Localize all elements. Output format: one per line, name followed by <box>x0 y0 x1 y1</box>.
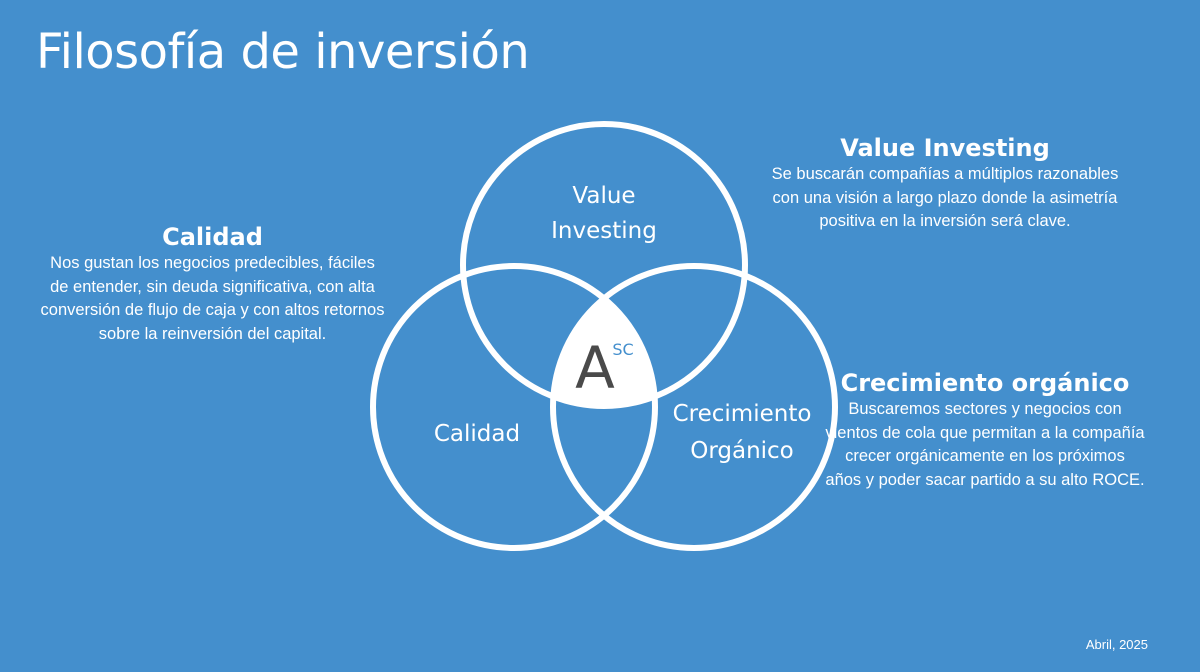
venn-label-value: Value <box>572 183 635 209</box>
page-title: Filosofía de inversión <box>36 24 530 80</box>
calidad-body: Nos gustan los negocios predecibles, fác… <box>40 254 385 343</box>
crecimiento-description: Crecimiento orgánico Buscaremos sectores… <box>825 368 1145 492</box>
calidad-description: Calidad Nos gustan los negocios predecib… <box>40 222 385 346</box>
value-investing-heading: Value Investing <box>840 134 1050 162</box>
logo-letter-a: A <box>575 334 615 402</box>
value-investing-body: Se buscarán compañías a múltiplos razona… <box>771 165 1119 230</box>
venn-label-investing: Investing <box>551 218 657 244</box>
venn-label-organico: Orgánico <box>690 438 794 464</box>
venn-label-crecimiento: Crecimiento <box>673 401 812 427</box>
asc-logo: A SC <box>575 334 634 402</box>
venn-center-intersection <box>553 266 655 406</box>
crecimiento-heading: Crecimiento orgánico <box>840 369 1130 397</box>
crecimiento-body: Buscaremos sectores y negocios con vient… <box>825 400 1145 489</box>
venn-circle-crecimiento <box>550 263 838 551</box>
venn-circle-calidad <box>370 263 658 551</box>
venn-circle-value-investing <box>460 121 748 409</box>
venn-label-calidad: Calidad <box>434 421 520 447</box>
footer-date: Abril, 2025 <box>1085 637 1148 652</box>
logo-superscript-sc: SC <box>612 340 633 359</box>
value-investing-description: Value Investing Se buscarán compañías a … <box>770 133 1120 234</box>
calidad-heading: Calidad <box>162 223 263 251</box>
